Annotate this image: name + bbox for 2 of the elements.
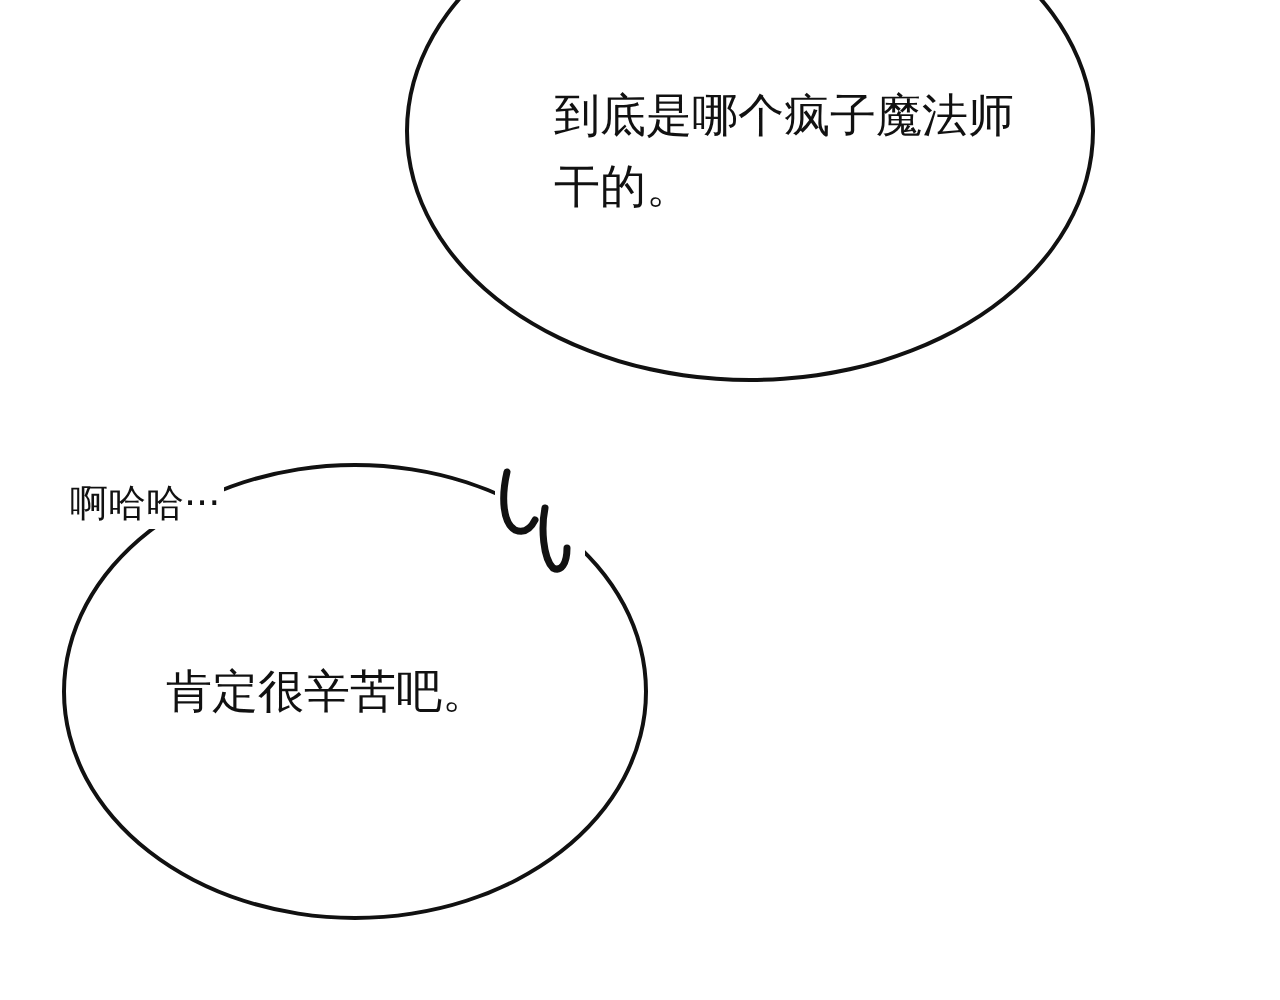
- speech-text: 到底是哪个疯子魔法师干的。: [554, 86, 1015, 215]
- speech-text: 肯定很辛苦吧。: [166, 662, 489, 720]
